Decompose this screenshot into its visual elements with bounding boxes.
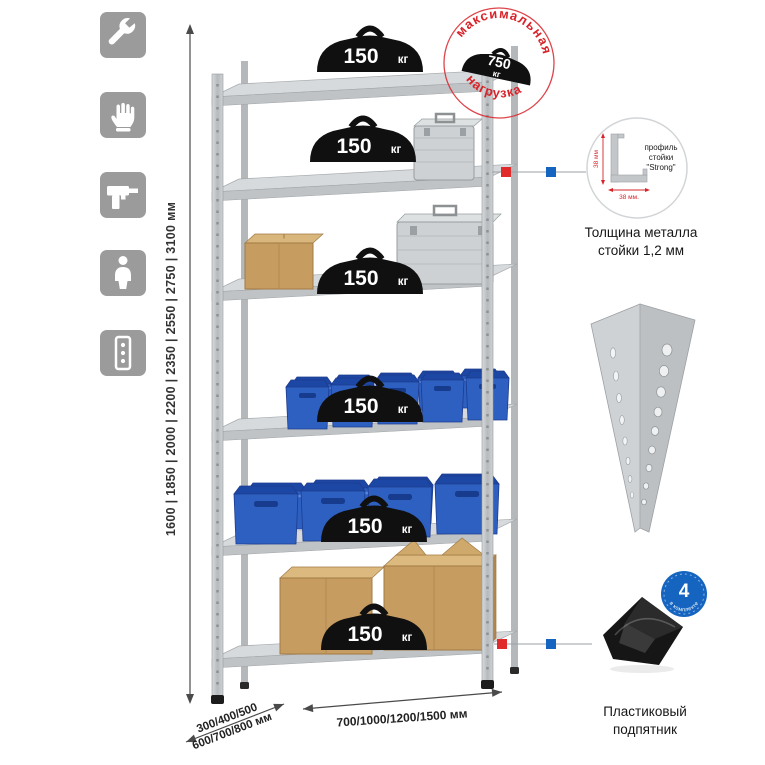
kit-count-value: 4 bbox=[679, 581, 690, 602]
shelf-load-badge: 150 кг bbox=[321, 607, 427, 651]
profile-dim-horizontal: 38 мм. bbox=[619, 194, 639, 201]
shelf-load-badge: 150 кг bbox=[317, 251, 423, 295]
icon-tile-person bbox=[100, 250, 146, 296]
stamp-arc-top: максимальная bbox=[451, 0, 563, 59]
badge-value: 150 bbox=[343, 395, 378, 418]
height-dimension-label: 1600 | 1850 | 2000 | 2200 | 2350 | 2550 … bbox=[164, 201, 178, 537]
drill-icon bbox=[107, 186, 138, 209]
rack-illustration: 150 кг 150 кг 150 кг 150 кг 150 кг 150 к… bbox=[211, 10, 519, 704]
rack-post-back-right bbox=[511, 46, 518, 669]
icon-tile-drill bbox=[100, 172, 146, 218]
aluminum-case-large bbox=[396, 204, 502, 285]
wrench-icon bbox=[108, 18, 136, 45]
badge-value: 150 bbox=[343, 267, 378, 290]
shelf-load-badge: 150 кг bbox=[321, 499, 427, 543]
badge-unit: кг bbox=[398, 404, 409, 416]
detail-marker-blue bbox=[546, 639, 556, 649]
profile-detail: 38 мм 38 мм. профиль стойки "Strong" bbox=[586, 117, 688, 219]
plastic-foot bbox=[481, 680, 494, 689]
badge-unit: кг bbox=[402, 524, 413, 536]
badge-unit: кг bbox=[398, 54, 409, 66]
detail-marker-blue bbox=[546, 167, 556, 177]
icon-tile-gloves bbox=[100, 92, 146, 138]
profile-label: "Strong" bbox=[646, 163, 675, 172]
person-icon bbox=[115, 256, 131, 289]
icon-tile-tools bbox=[100, 12, 146, 58]
foot-caption-line2: подпятник bbox=[612, 722, 678, 738]
kit-count-badge: 4 в комплекте bbox=[661, 571, 707, 617]
rack-post-back-left bbox=[241, 61, 248, 684]
stamp-unit: кг bbox=[492, 68, 502, 79]
shelf-load-badge: 150 кг bbox=[317, 29, 423, 73]
badge-unit: кг bbox=[402, 632, 413, 644]
profile-dim-vertical: 38 мм bbox=[593, 149, 600, 168]
plastic-foot bbox=[211, 695, 224, 704]
aluminum-case bbox=[413, 112, 483, 181]
profile-caption: Толщина металла стойки 1,2 мм bbox=[561, 224, 721, 260]
badge-value: 150 bbox=[336, 135, 371, 158]
badge-value: 150 bbox=[347, 623, 382, 646]
badge-value: 150 bbox=[347, 515, 382, 538]
profile-caption-line1: Толщина металла bbox=[584, 225, 698, 240]
angle-post-image bbox=[590, 303, 696, 533]
shelf-load-badge: 150 кг bbox=[310, 119, 416, 163]
gloves-icon bbox=[111, 102, 135, 132]
cardboard-box-small bbox=[244, 233, 324, 290]
profile-caption-line2: стойки 1,2 мм bbox=[597, 243, 685, 259]
badge-value: 150 bbox=[343, 45, 378, 68]
shelf-load-badge: 150 кг bbox=[317, 379, 423, 423]
plastic-foot-image bbox=[603, 597, 683, 673]
profile-label: профиль bbox=[644, 143, 677, 152]
icon-tile-post bbox=[100, 330, 146, 376]
stamp-value: 750 bbox=[486, 52, 512, 73]
post-icon bbox=[114, 335, 132, 371]
plastic-foot bbox=[510, 667, 519, 674]
profile-label: стойки bbox=[649, 153, 673, 162]
max-load-stamp: максимальная нагрузка 750 кг bbox=[443, 0, 563, 119]
plastic-foot bbox=[240, 682, 249, 689]
foot-caption-line1: Пластиковый bbox=[603, 704, 687, 719]
foot-caption: Пластиковый подпятник bbox=[565, 703, 725, 739]
badge-unit: кг bbox=[391, 144, 402, 156]
badge-unit: кг bbox=[398, 276, 409, 288]
svg-text:максимальная: максимальная bbox=[451, 0, 563, 59]
